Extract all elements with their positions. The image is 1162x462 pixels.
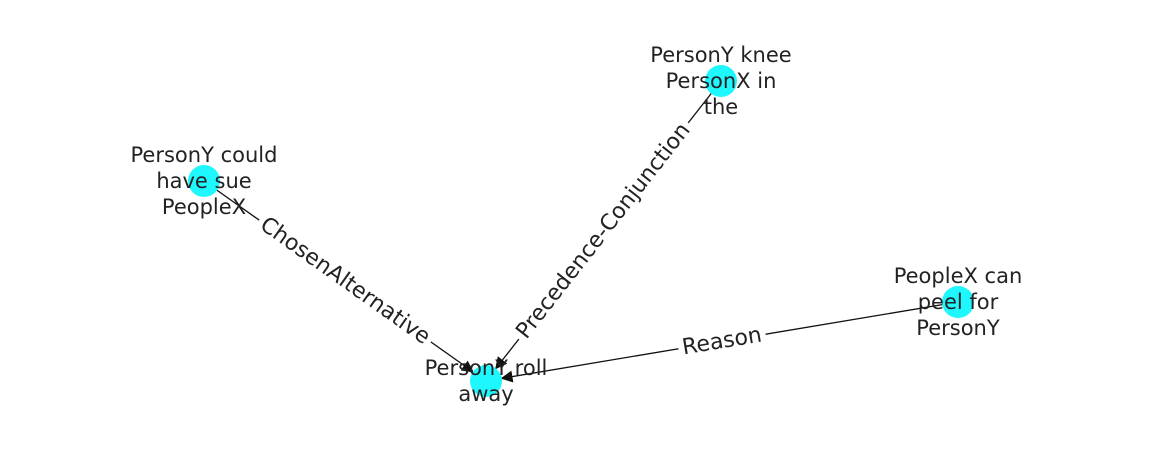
node-label-line: PersonY roll: [425, 356, 548, 380]
node-label-line: peel for: [918, 290, 999, 314]
edge-label-background: [251, 209, 439, 353]
graph-node: [942, 286, 974, 318]
node-label-line: PeopleX: [162, 195, 246, 219]
node-label-line: have sue: [156, 169, 251, 193]
edge-label: ChosenAlternative: [255, 212, 435, 349]
graph-node: [188, 165, 220, 197]
graph-node: [705, 65, 737, 97]
graph-node: [470, 365, 502, 397]
edge-label: Precedence-Conjunction: [511, 118, 695, 343]
edge-label-group: ChosenAlternative: [251, 209, 439, 353]
node-label-line: PeopleX can: [894, 264, 1023, 288]
edge-label-background: [508, 114, 699, 348]
node-label-line: PersonY: [916, 316, 1000, 340]
node-label-line: PersonY knee: [650, 43, 791, 67]
edge-label-group: Reason: [676, 320, 768, 363]
node-label-line: PersonY could: [131, 143, 278, 167]
edge-label-background: [676, 320, 768, 363]
node-label-line: PersonX in: [666, 69, 777, 93]
node-label-line: away: [458, 382, 513, 406]
edge-label-group: Precedence-Conjunction: [508, 114, 699, 348]
node-label-line: the: [704, 95, 738, 119]
